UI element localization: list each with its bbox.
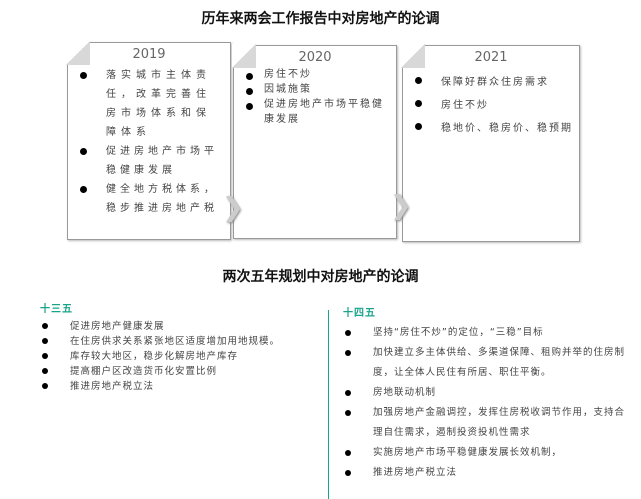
list-item: 在住房供求关系紧张地区适度增加用地规模。 (40, 334, 300, 349)
list-item: 提高棚户区改造货币化安置比例 (40, 364, 300, 379)
card-year: 2021 (474, 50, 508, 65)
plan-heading: 十四五 (343, 308, 376, 319)
card-year: 2019 (132, 47, 166, 62)
card-2020: 2020 房住不炒 因城施策 促进房地产市场平稳健康发展 (232, 44, 397, 239)
chevron-right-icon: ❯ (222, 193, 244, 223)
card-year: 2020 (298, 50, 332, 65)
page-fold-icon (66, 41, 90, 65)
list-item: 促进房地产健康发展 (40, 319, 300, 334)
list-item: 房住不炒 (403, 94, 579, 117)
page-fold-icon (401, 44, 425, 68)
list-item: 促进房地产市场平稳健康发展 (68, 142, 230, 180)
card-2021: 2021 保障好群众住房需求 房住不炒 稳地价、稳房价、稳预期 (401, 44, 580, 242)
list-item: 因城施策 (234, 82, 396, 97)
plan-13th: 十三五 促进房地产健康发展 在住房供求关系紧张地区适度增加用地规模。 库存较大地… (40, 300, 300, 394)
list-item: 推进房地产税立法 (40, 379, 300, 394)
list-item: 房地联动机制 (343, 383, 633, 403)
list-item: 加快建立多主体供给、多渠道保障、租购并举的住房制度，让全体人民住有所居、职住平衡… (343, 343, 633, 383)
list-item: 加强房地产金融调控，发挥住房税收调节作用，支持合理自住需求，遏制投资投机性需求 (343, 403, 633, 443)
list-item: 保障好群众住房需求 (403, 71, 579, 94)
list-item: 房住不炒 (234, 67, 396, 82)
list-item: 落实城市主体责任，改革完善住房市场体系和保障体系 (68, 66, 230, 142)
list-item: 库存较大地区，稳步化解房地产库存 (40, 349, 300, 364)
list-item: 坚持“房住不炒”的定位，“三稳”目标 (343, 323, 633, 343)
list-item: 健全地方税体系，稳步推进房地产税 (68, 180, 230, 218)
list-item: 稳地价、稳房价、稳预期 (403, 117, 579, 140)
list-item: 实施房地产市场平稳健康发展长效机制， (343, 443, 633, 463)
chevron-right-icon: ❯ (390, 191, 412, 221)
timeline-title: 历年来两会工作报告中对房地产的论调 (201, 11, 440, 27)
list-item: 推进房地产税立法 (343, 463, 633, 483)
page-fold-icon (232, 44, 256, 68)
plan-title: 两次五年规划中对房地产的论调 (222, 269, 419, 285)
plan-14th: 十四五 坚持“房住不炒”的定位，“三稳”目标 加快建立多主体供给、多渠道保障、租… (343, 304, 633, 483)
divider (328, 310, 329, 499)
list-item: 促进房地产市场平稳健康发展 (234, 97, 396, 127)
plan-heading: 十三五 (40, 304, 73, 315)
card-2019: 2019 落实城市主体责任，改革完善住房市场体系和保障体系 促进房地产市场平稳健… (66, 41, 231, 240)
